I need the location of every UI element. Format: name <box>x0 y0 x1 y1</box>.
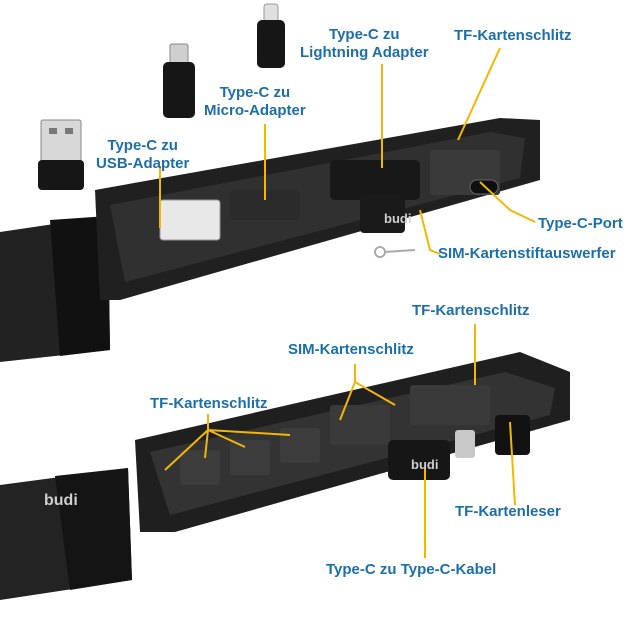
device-bottom <box>0 352 570 600</box>
label-typec-port: Type-C-Port <box>538 215 623 232</box>
label-tf-slot-right: TF-Kartenschlitz <box>412 302 530 319</box>
micro-adapter-loose <box>163 43 195 118</box>
label-sim-slot: SIM-Kartenschlitz <box>288 341 414 358</box>
brand-logo-bottom: budi <box>44 492 78 509</box>
leader-lines <box>159 47 536 558</box>
label-typec-lightning-line1: Type-C zu <box>329 26 400 43</box>
label-tf-slot-top: TF-Kartenschlitz <box>454 27 572 44</box>
brand-logo-top: budi <box>384 211 412 226</box>
label-typec-lightning-line2: Lightning Adapter <box>300 44 429 61</box>
label-typec-micro-line2: Micro-Adapter <box>204 102 306 119</box>
lightning-adapter-loose <box>257 3 285 68</box>
brand-logo-cable: budi <box>411 457 439 472</box>
label-typec-micro: Type-C zu Micro-Adapter <box>204 84 306 120</box>
usb-adapter-loose <box>38 119 84 190</box>
label-tf-slot-left: TF-Kartenschlitz <box>150 395 268 412</box>
device-top <box>0 118 540 362</box>
label-typec-usb-line1: Type-C zu <box>107 137 178 154</box>
label-typec-micro-line1: Type-C zu <box>219 84 291 101</box>
label-sim-ejector: SIM-Kartenstiftauswerfer <box>438 245 616 262</box>
label-typec-cable: Type-C zu Type-C-Kabel <box>326 561 497 578</box>
label-typec-lightning: Type-C zu Lightning Adapter <box>300 26 429 62</box>
label-typec-usb: Type-C zu USB-Adapter <box>96 137 189 173</box>
label-typec-usb-line2: USB-Adapter <box>96 155 190 172</box>
label-tf-reader: TF-Kartenleser <box>455 503 561 520</box>
